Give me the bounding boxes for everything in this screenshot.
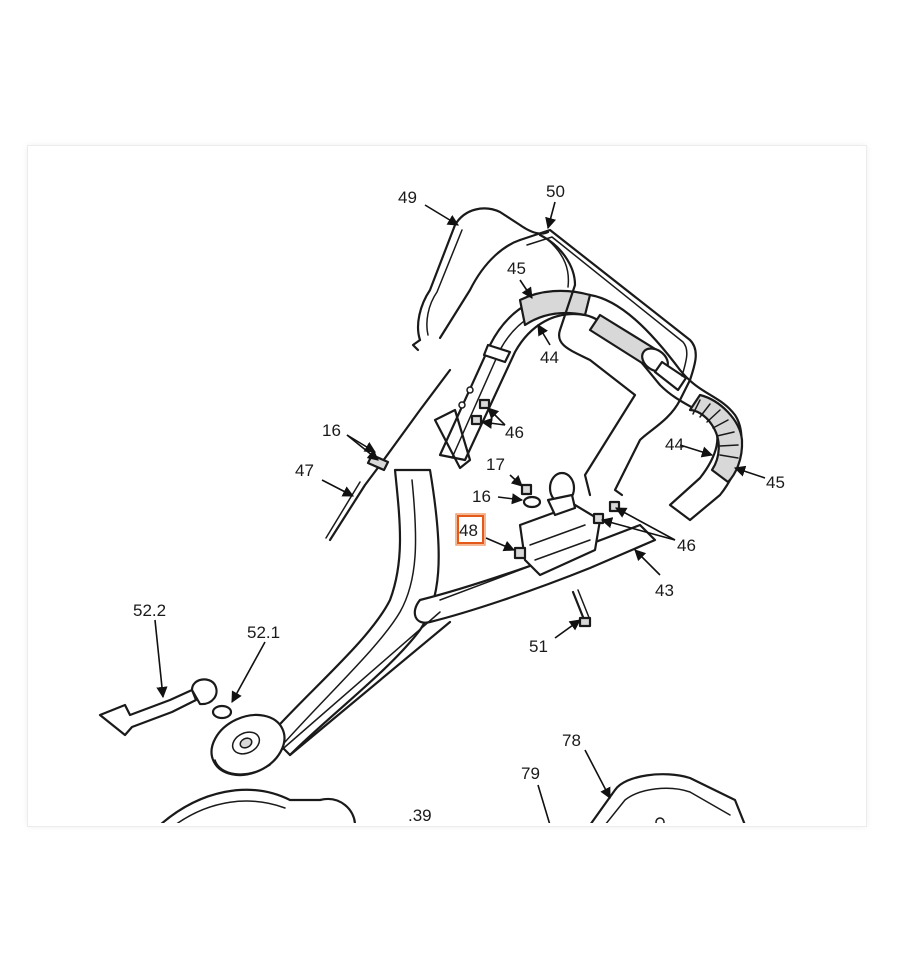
callout-39: .39: [408, 806, 432, 825]
control-box-48: [513, 471, 602, 577]
callout-48-highlight-inner: [457, 515, 484, 544]
callout-79: 79: [521, 764, 540, 783]
callout-78: 78: [562, 731, 581, 750]
callout-52-2: 52.2: [133, 601, 166, 620]
callout-17: 17: [486, 455, 505, 474]
upper-handle-44-45: [438, 289, 744, 522]
callout-49: 49: [398, 188, 417, 207]
callout-16-center: 16: [472, 487, 491, 506]
callout-48: 48: [459, 521, 478, 540]
bolts-46-right: [592, 500, 621, 525]
leader-lines: [154, 201, 766, 823]
tiller-housing: [160, 773, 746, 823]
crossbar-43: [269, 523, 657, 761]
bail-wire-50: [518, 228, 697, 497]
lower-handle-tube: [268, 468, 440, 757]
callout-43: 43: [655, 581, 674, 600]
callout-45-top: 45: [507, 259, 526, 278]
cable-guide: [433, 386, 474, 470]
hub-disc: [210, 713, 286, 777]
bolt-51: [571, 589, 592, 628]
nut-17-washer-16: [520, 483, 542, 509]
bail-wire-49: [411, 207, 550, 352]
callout-44-top: 44: [540, 348, 559, 367]
cable-47: [325, 368, 452, 542]
callout-16-left: 16: [322, 421, 341, 440]
callout-51: 51: [529, 637, 548, 656]
callout-52-1: 52.1: [247, 623, 280, 642]
callout-46-upper: 46: [505, 423, 524, 442]
callout-46-right: 46: [677, 536, 696, 555]
callout-50: 50: [546, 182, 565, 201]
washer-52-1: [211, 704, 233, 720]
callout-45-right: 45: [766, 473, 785, 492]
callout-labels: 49 50 45 44 46 16 47 17 16 48 44 45 46 4…: [133, 182, 785, 825]
callout-47: 47: [295, 461, 314, 480]
callout-44-right: 44: [665, 435, 684, 454]
callout-48-highlight: [455, 513, 486, 546]
lever-52-2: [98, 678, 218, 737]
